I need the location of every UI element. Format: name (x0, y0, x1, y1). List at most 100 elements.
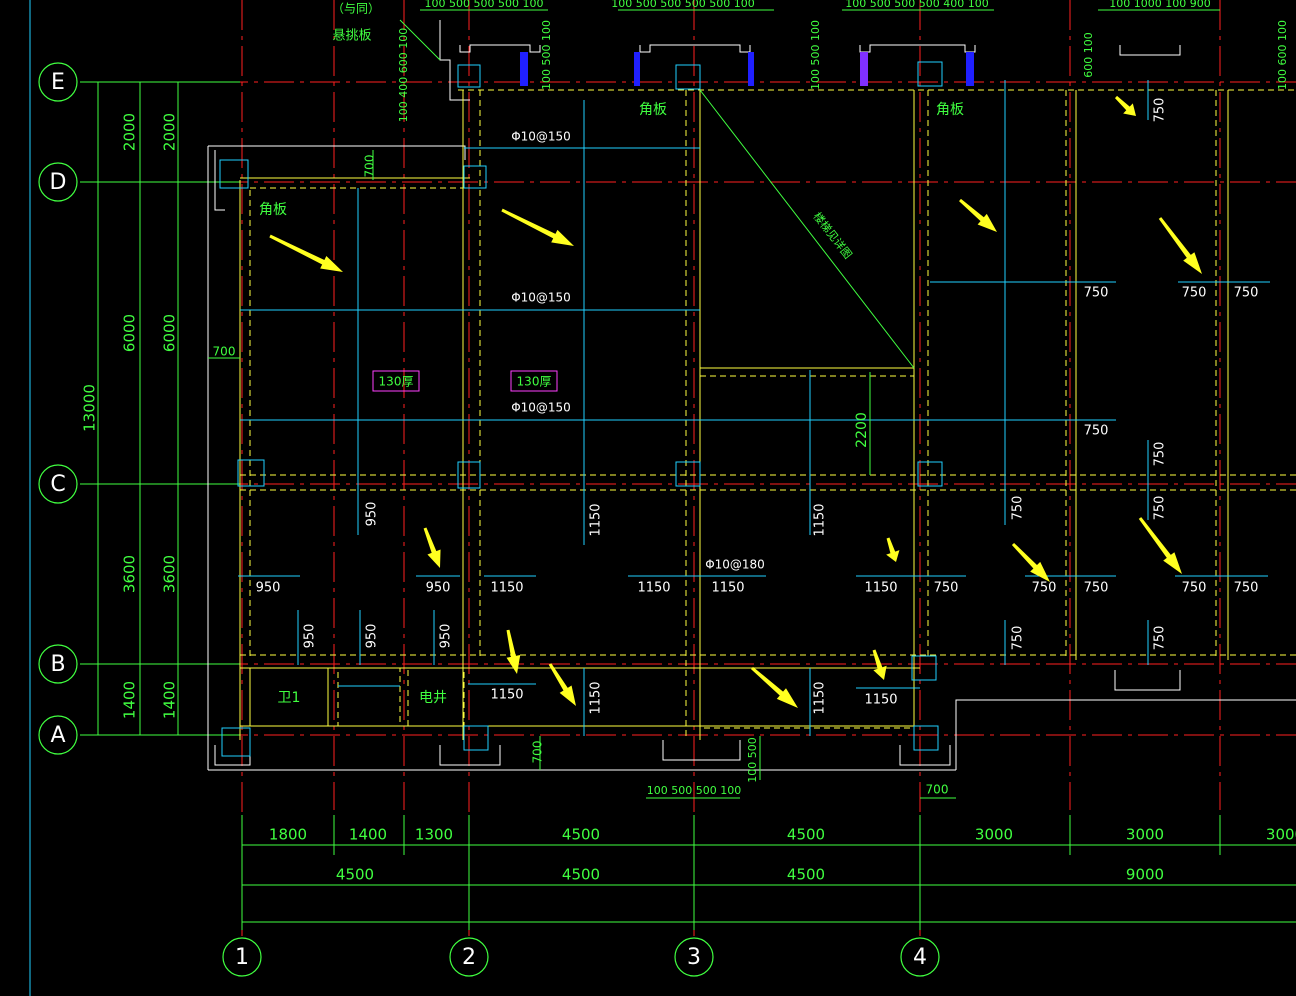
bottom-dim-text: 9000 (1126, 866, 1164, 884)
rebar-dim: 750 (1234, 581, 1259, 596)
beams (239, 89, 1296, 740)
rebar-spec: Φ10@180 (705, 558, 765, 572)
left-dim-text: 1400 (121, 681, 139, 719)
col-axis-bubble (222, 937, 262, 977)
rebar-dim: 1150 (864, 693, 897, 708)
load-arrow (501, 208, 574, 246)
bottom-dim-text: 1400 (349, 826, 387, 844)
thickness-label: 130厚 (379, 375, 414, 389)
rebar-dim: 750 (1153, 442, 1168, 467)
row-axis-bubble (38, 644, 78, 684)
top-side-dim: 100 400 600 100 (397, 28, 410, 122)
bottom-dim-text: 4500 (787, 826, 825, 844)
rebar-dim: 750 (1011, 626, 1026, 651)
room-label: 电井 (419, 690, 447, 706)
top-dim-group: 100 500 500 500 100 (425, 0, 544, 10)
dim-700: 700 (926, 783, 949, 797)
load-arrows (269, 95, 1202, 708)
bottom-dim-text: 3000 (975, 826, 1013, 844)
columns (219, 61, 943, 757)
row-axis-bubble (38, 715, 78, 755)
left-dim-text: 2000 (121, 113, 139, 151)
thickness-box (372, 370, 420, 392)
load-arrow (1011, 542, 1050, 582)
rebar-dim: 1150 (711, 581, 744, 596)
rebar-dim: 750 (1153, 98, 1168, 123)
rebar-dim: 950 (439, 624, 454, 649)
load-arrow (872, 649, 887, 680)
row-axis-label: D (50, 170, 67, 195)
left-dim-text: 2000 (161, 113, 179, 151)
corner-slab-label: 角板 (639, 102, 667, 118)
load-arrow (269, 234, 343, 272)
left-dim-text: 3600 (121, 555, 139, 593)
left-dim-text: 6000 (161, 314, 179, 352)
bottom-dim-text: 1800 (269, 826, 307, 844)
note-paren: （与同） (332, 2, 380, 16)
top-dim-group: 100 500 500 500 400 100 (845, 0, 988, 10)
rebar-dim: 750 (1182, 286, 1207, 301)
rebar-spec: Φ10@150 (511, 291, 571, 305)
top-side-dim: 100 600 100 (1276, 20, 1289, 90)
rebar-dim: 1150 (490, 581, 523, 596)
rebar-dim: 750 (1182, 581, 1207, 596)
load-arrow (1138, 517, 1182, 574)
stair-diagonal (699, 89, 915, 369)
rebar-dim: 950 (256, 581, 281, 596)
top-side-dim: 100 500 100 (809, 20, 822, 90)
rebar-spec: Φ10@150 (511, 401, 571, 415)
top-markers (520, 52, 974, 86)
rebar-dim: 750 (1153, 496, 1168, 521)
bottom-dim-text: 4500 (562, 826, 600, 844)
dim-2200: 2200 (854, 412, 870, 448)
row-axis-bubble (38, 162, 78, 202)
col-axis-label: 3 (687, 945, 701, 970)
col-axis-label: 1 (235, 945, 249, 970)
rebar-dim: 1150 (589, 503, 604, 536)
top-dim-group: 100 1000 100 900 (1109, 0, 1210, 10)
rebar-lines (238, 80, 1270, 736)
rebar-dim: 750 (1084, 424, 1109, 439)
bottom-dim-text: 1300 (415, 826, 453, 844)
row-axis-label: E (51, 70, 65, 95)
load-arrow (959, 198, 997, 232)
load-arrow (506, 629, 521, 674)
col-axis-label: 2 (462, 945, 476, 970)
rebar-dim: 750 (1011, 496, 1026, 521)
col-axis-label: 4 (913, 945, 927, 970)
load-arrow (886, 537, 900, 562)
rebar-dim: 950 (365, 502, 380, 527)
bottom-side-dim: 100 500 (746, 737, 759, 783)
building-outline (207, 20, 1296, 771)
bottom-group-dim: 100 500 500 100 (647, 784, 741, 797)
row-axis-label: C (50, 472, 65, 497)
rebar-dim: 1150 (637, 581, 670, 596)
col-axis-bubble (449, 937, 489, 977)
dimension-lines (97, 9, 1296, 930)
dim-700: 700 (363, 155, 377, 178)
rebar-dim: 950 (303, 624, 318, 649)
thickness-label: 130厚 (517, 375, 552, 389)
load-arrow (1114, 95, 1136, 116)
rebar-dim: 1150 (490, 688, 523, 703)
rebar-spec: Φ10@150 (511, 130, 571, 144)
load-arrow (1158, 217, 1202, 274)
rebar-dim: 750 (1234, 286, 1259, 301)
left-dim-text: 6000 (121, 314, 139, 352)
rebar-dim: 950 (365, 624, 380, 649)
top-side-dim: 600 100 (1082, 32, 1095, 78)
top-dim-group: 100 500 500 500 500 100 (611, 0, 754, 10)
left-dim-text: 1400 (161, 681, 179, 719)
rebar-dim: 1150 (589, 681, 604, 714)
bottom-dim-text: 4500 (562, 866, 600, 884)
stair-note: 楼梯见详图 (810, 209, 855, 261)
left-dim-text: 3600 (161, 555, 179, 593)
corner-slab-label: 角板 (936, 102, 964, 118)
col-axis-bubble (900, 937, 940, 977)
rebar-dim: 750 (934, 581, 959, 596)
rebar-dim: 950 (426, 581, 451, 596)
rebar-dim: 750 (1084, 286, 1109, 301)
rebar-dim: 750 (1032, 581, 1057, 596)
rebar-dim: 1150 (864, 581, 897, 596)
